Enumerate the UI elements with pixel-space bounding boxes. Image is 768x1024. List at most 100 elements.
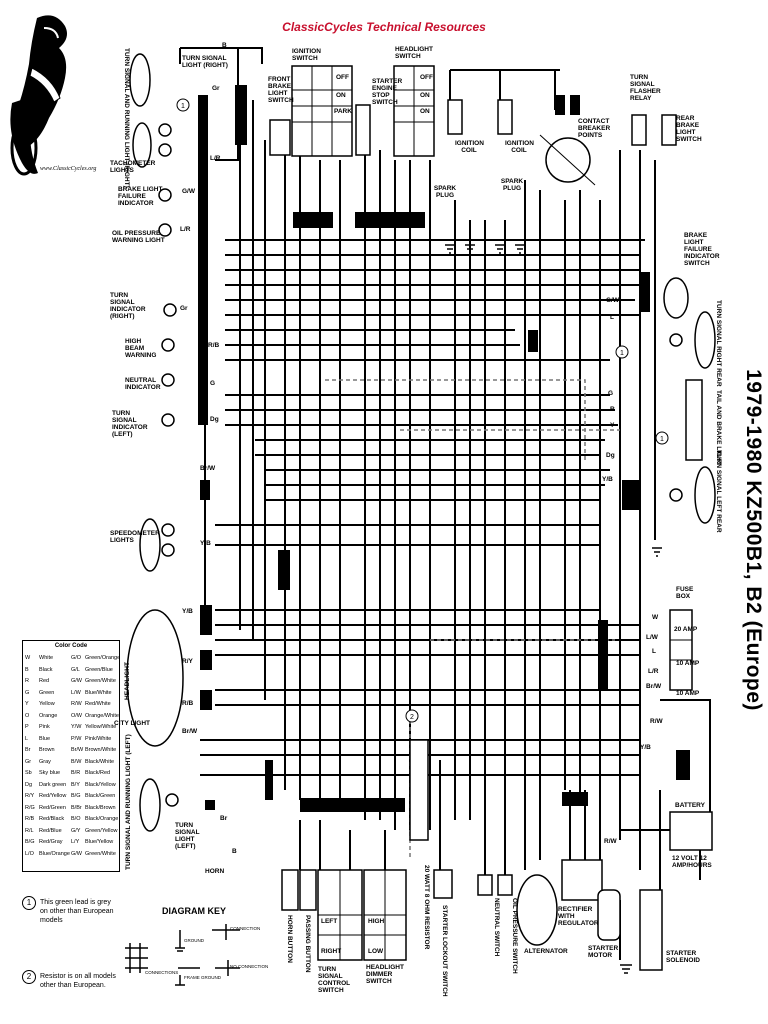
wire-label: W [652, 614, 659, 621]
color-code-name: Blue/White [85, 689, 112, 696]
color-code-name: Blue/Yellow [85, 839, 114, 845]
color-code-name: White [39, 655, 54, 661]
label-front-brake-light-switch: FRONT BRAKE LIGHT SWITCH [268, 76, 294, 104]
label-resistor: 20 WATT 8 OHM RESISTOR [423, 865, 430, 950]
label-turn-signal-control-switch: TURN SIGNAL CONTROL SWITCH [318, 966, 351, 994]
color-code-name: Green/White [85, 850, 116, 857]
label-brake-light-failure-indicator-switch: BRAKE LIGHT FAILURE INDICATOR SWITCH [684, 232, 720, 267]
label-rectifier-regulator: RECTIFIER WITH REGULATOR [558, 906, 599, 927]
color-code-name: Red/Green [39, 804, 66, 811]
label-headlight-switch: HEADLIGHT SWITCH [395, 46, 433, 60]
color-code-abbr: R/L [25, 827, 34, 834]
color-code-abbr: R/G [25, 804, 35, 811]
logo-url: www.ClassicCycles.org [40, 166, 97, 172]
color-code-abbr: O/W [71, 712, 82, 719]
ignition-state-off: OFF [336, 74, 349, 81]
color-code-name: Pink/White [85, 735, 112, 742]
color-code-abbr: B [25, 666, 29, 673]
label-high-beam-warning: HIGH BEAM WARNING [125, 338, 157, 359]
color-code-name: Sky blue [39, 770, 61, 776]
wire-label: Y/B [200, 540, 211, 547]
color-code-name: Brown [39, 747, 55, 753]
color-code-name: Black/White [85, 758, 115, 765]
note-2-number: 2 [22, 970, 36, 984]
wire-label: Br/W [182, 728, 198, 735]
color-code-abbr: B/G [71, 793, 81, 799]
label-turn-signal-rear-right: TURN SIGNAL RIGHT REAR [715, 300, 722, 387]
color-code-abbr: P/W [71, 735, 82, 742]
label-brake-light-failure-indicator: BRAKE LIGHT FAILURE INDICATOR [118, 186, 163, 207]
turn-switch-left: LEFT [321, 918, 338, 925]
color-code-name: Dark green [39, 781, 67, 788]
color-code-name: Pink [39, 724, 50, 730]
color-code-abbr: L [25, 735, 29, 742]
key-frame-ground: FRAME GROUND [184, 975, 221, 980]
color-code-abbr: Br [25, 747, 31, 753]
color-code-abbr: Y/W [71, 724, 82, 730]
wire-label: Y/B [640, 744, 651, 751]
color-code-name: Yellow/White [85, 724, 117, 730]
wire-label: R/Y [182, 658, 193, 665]
label-turn-signal-light-right: TURN SIGNAL LIGHT (RIGHT) [182, 55, 228, 69]
label-turn-signal-light-left: TURN SIGNAL LIGHT (LEFT) [175, 822, 200, 850]
key-ground: GROUND [184, 938, 204, 943]
wire-label: B [222, 42, 227, 49]
color-code-name: Green/White [85, 678, 116, 684]
label-horn-button: HORN BUTTON [286, 915, 293, 963]
label-speedometer-lights: SPEEDOMETER LIGHTS [110, 530, 160, 544]
label-ignition-switch: IGNITION SWITCH [292, 48, 321, 62]
label-starter-solenoid: STARTER SOLENOID [666, 950, 700, 964]
note-2: 2 Resistor is on all models other than E… [22, 970, 120, 990]
dimmer-switch-low: LOW [368, 948, 384, 955]
motorcycle-logo [10, 15, 67, 176]
color-code-name: Orange [39, 712, 58, 719]
label-turn-signal-indicator-left: TURN SIGNAL INDICATOR (LEFT) [112, 410, 148, 438]
color-code-name: Blue/Orange [39, 850, 70, 857]
color-code-abbr: B/R [71, 770, 81, 776]
wire-label: Br [220, 815, 228, 822]
label-turn-signal-running-left: TURN SIGNAL AND RUNNING LIGHT (LEFT) [125, 734, 132, 870]
note-1-number: 1 [22, 896, 36, 910]
label-starter-engine-stop-switch: STARTER ENGINE STOP SWITCH [372, 78, 403, 106]
color-code-name: Yellow [39, 701, 55, 707]
wire-label: L [652, 648, 656, 655]
diagram-key-title: DIAGRAM KEY [162, 906, 227, 916]
wire-label: Y/B [182, 608, 193, 615]
color-code-abbr: G/W [71, 850, 82, 857]
label-turn-signal-rear-left: TURN SIGNAL LEFT REAR [715, 450, 722, 533]
label-spark-plug-2: SPARK PLUG [500, 178, 524, 192]
color-code-name: Orange/White [85, 712, 119, 719]
color-code-name: Red [39, 678, 50, 684]
color-code-abbr: G/L [71, 666, 80, 673]
color-code-name: Black/Red [85, 770, 111, 776]
label-headlight: HEADLIGHT [124, 662, 131, 700]
color-code-name: Black/Green [85, 793, 116, 799]
color-code-title: Color Code [54, 643, 88, 649]
color-code-name: Red/Gray [39, 839, 63, 845]
wire-label: L/R [210, 155, 221, 162]
color-code-abbr: R/W [71, 701, 82, 707]
color-code-name: Green/Orange [85, 655, 121, 661]
ignition-state-on: ON [336, 92, 346, 99]
wire-label: G/W [606, 297, 619, 304]
color-code-name: Brown/White [85, 747, 117, 753]
color-code-name: Green/Blue [85, 666, 113, 673]
color-code-name: Red/Blue [39, 827, 62, 834]
